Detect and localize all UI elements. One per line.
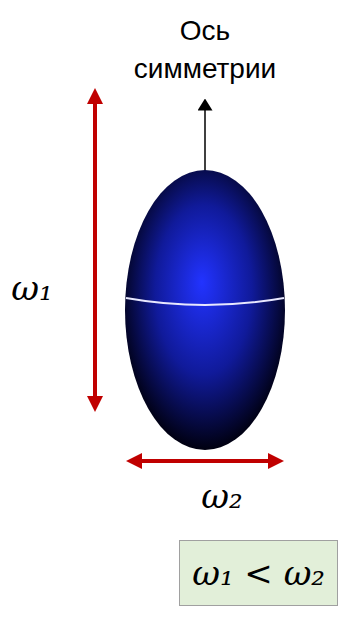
equator-line	[126, 298, 284, 305]
axis-label: Ось симметрии	[120, 12, 290, 88]
vertical-arrow	[93, 92, 97, 408]
symmetry-axis	[204, 100, 206, 172]
omega-label: ω₁	[11, 268, 52, 308]
formula-box: ω₁ < ω₂	[179, 540, 338, 606]
ellipsoid	[125, 170, 285, 450]
omega-label: ω₂	[201, 476, 242, 516]
formula-text: ω₁ < ω₂	[192, 553, 325, 593]
horizontal-arrow	[130, 459, 280, 463]
